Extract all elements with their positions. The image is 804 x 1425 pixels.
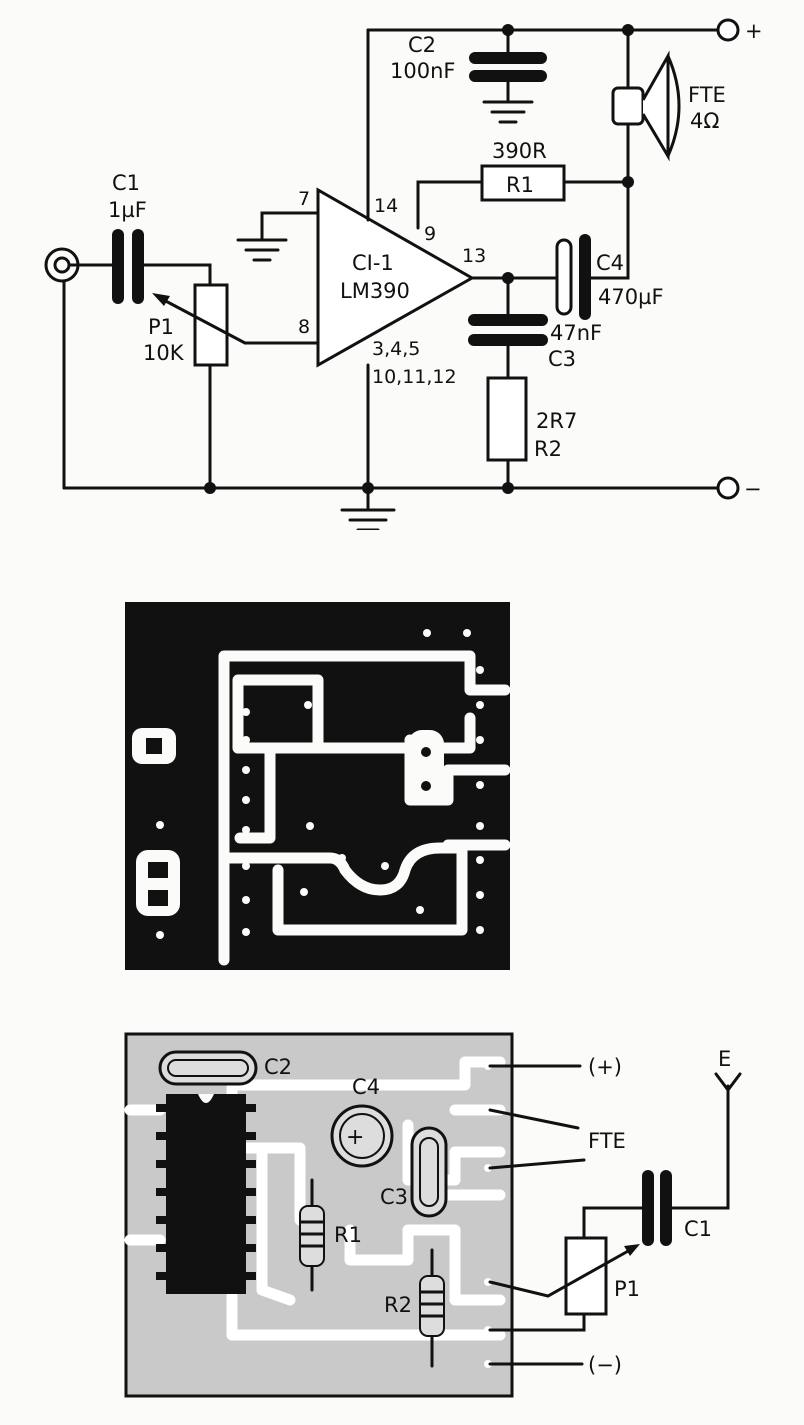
asm-c4-label: C4 (352, 1075, 380, 1099)
r2-resistor (486, 376, 528, 462)
p1-name: P1 (148, 315, 174, 339)
asm-r2-label: R2 (384, 1293, 412, 1317)
c4-name: C4 (596, 251, 624, 275)
speaker-value: 4Ω (690, 109, 719, 133)
ic-part: LM390 (340, 279, 410, 303)
p1-value: 10K (143, 341, 185, 365)
plus-icon: + (346, 1125, 364, 1150)
c4-plate-a (555, 238, 573, 316)
asm-fte-label: FTE (588, 1129, 626, 1153)
ic-chip (166, 1094, 246, 1294)
c2-value: 100nF (390, 59, 455, 83)
ic-lm390-symbol (316, 187, 476, 368)
asm-c3-label: C3 (380, 1185, 408, 1209)
pcb-board-copper (125, 602, 510, 970)
gnd-pins-label-1: 3,4,5 (372, 338, 420, 360)
minus-terminal (716, 476, 740, 500)
asm-plus-label: (+) (588, 1055, 622, 1079)
p1-arrow-icon (152, 293, 170, 306)
pin-13-label: 13 (462, 245, 486, 267)
c1-name: C1 (112, 171, 140, 195)
minus-label: − (744, 477, 762, 501)
r1-component (299, 1205, 325, 1267)
r2-component (419, 1275, 445, 1337)
c4-component (330, 1104, 394, 1168)
schematic-diagram: C1 1µF P1 10K 7 8 14 9 13 CI-1 LM390 3,4… (44, 18, 763, 530)
pin-9-label: 9 (424, 223, 436, 245)
c3-value: 47nF (550, 321, 602, 345)
c4-value: 470µF (598, 285, 664, 309)
plus-label: + (745, 19, 763, 43)
pin-8-label: 8 (298, 316, 310, 338)
c3-name: C3 (548, 347, 576, 371)
r2-name: R2 (534, 437, 562, 461)
plus-terminal (716, 18, 740, 42)
pin-7-label: 7 (298, 188, 310, 210)
speaker-name: FTE (688, 83, 726, 107)
c1-value: 1µF (108, 198, 147, 222)
ic-name: CI-1 (352, 251, 394, 275)
asm-c2-label: C2 (264, 1055, 292, 1079)
asm-c1-label: C1 (684, 1217, 712, 1241)
pcb-board-assembly (124, 1032, 514, 1398)
gnd-pins-label-2: 10,11,12 (372, 366, 457, 388)
asm-input-label: E (718, 1047, 731, 1071)
speaker-icon (611, 86, 645, 126)
asm-p1-arrow-icon (624, 1244, 640, 1256)
r1-value: 390R (492, 139, 547, 163)
r2-value: 2R7 (536, 409, 577, 433)
asm-r1-label: R1 (334, 1223, 362, 1247)
c3-component (410, 1126, 448, 1218)
asm-p1-label: P1 (614, 1277, 640, 1301)
c2-name: C2 (408, 33, 436, 57)
asm-p1-component (564, 1236, 608, 1316)
r1-name: R1 (506, 173, 534, 197)
pin-14-label: 14 (374, 195, 398, 217)
c2-component (158, 1050, 258, 1086)
asm-minus-label: (−) (588, 1353, 622, 1377)
